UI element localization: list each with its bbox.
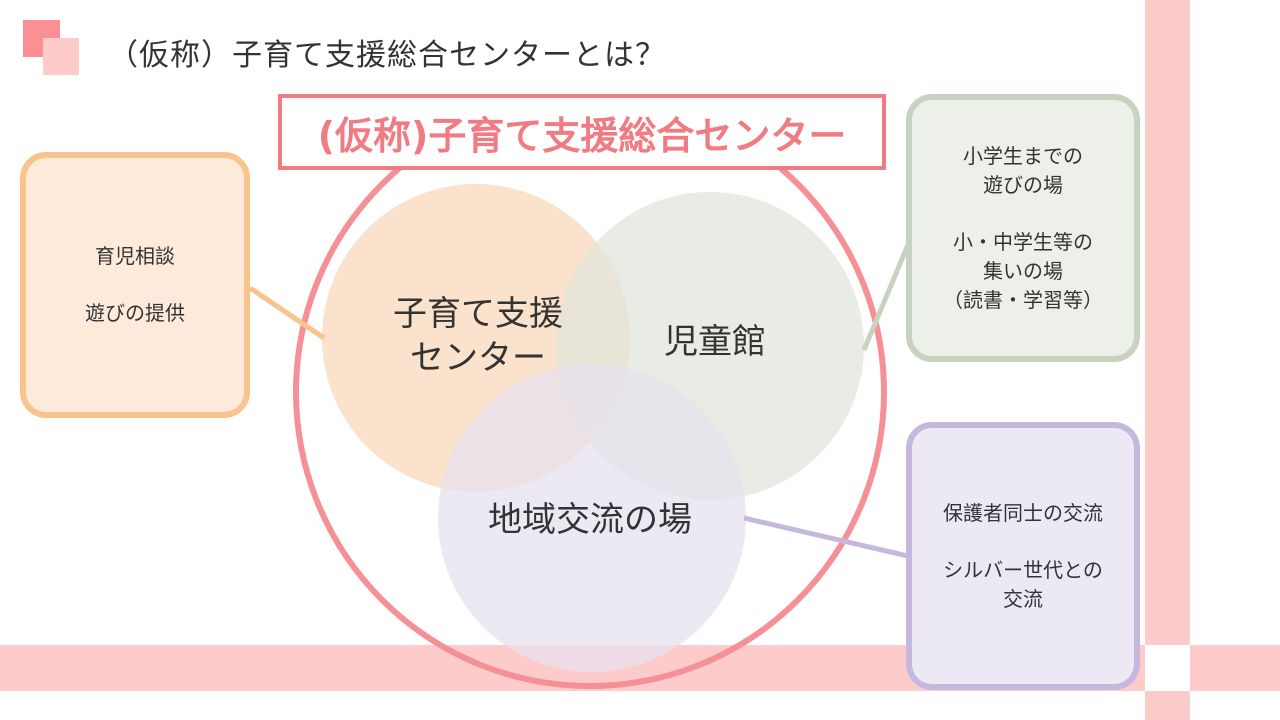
slide-title: （仮称）子育て支援総合センターとは？ [108,38,666,73]
callout-left-line: 育児相談 [95,244,175,268]
callout-right-top: 小学生までの 遊びの場 小・中学生等の 集いの場 （読書・学習等） [906,94,1140,362]
callout-left-line: 遊びの提供 [85,301,185,325]
callout-right-top-line: 集いの場 [983,258,1063,283]
callout-right-top-line: 小・中学生等の [953,229,1093,254]
right-band [1145,0,1190,720]
circle-label-childcare: 子育て支援 センター [393,294,563,379]
callout-right-bottom: 保護者同士の交流 シルバー世代との 交流 [906,422,1140,690]
venn-circle-community [438,364,746,672]
callout-left: 育児相談 遊びの提供 [20,152,250,418]
circle-label-children-hall: 児童館 [664,322,766,362]
band-crossing [1145,645,1190,691]
connector-left [248,285,326,341]
center-name-label: (仮称)子育て支援総合センター [278,94,886,170]
callout-right-bottom-line: シルバー世代との [943,557,1103,582]
connector-right-bottom [743,515,909,559]
callout-right-top-line: 小学生までの [963,143,1083,168]
circle-label-community: 地域交流の場 [488,500,692,540]
callout-right-top-line: 遊びの場 [983,172,1063,197]
title-deco-square-light [43,38,79,75]
connector-right-top [861,239,913,351]
callout-right-bottom-line: 保護者同士の交流 [943,500,1103,525]
callout-right-bottom-line: 交流 [1003,586,1043,611]
callout-right-top-line: （読書・学習等） [943,287,1103,312]
